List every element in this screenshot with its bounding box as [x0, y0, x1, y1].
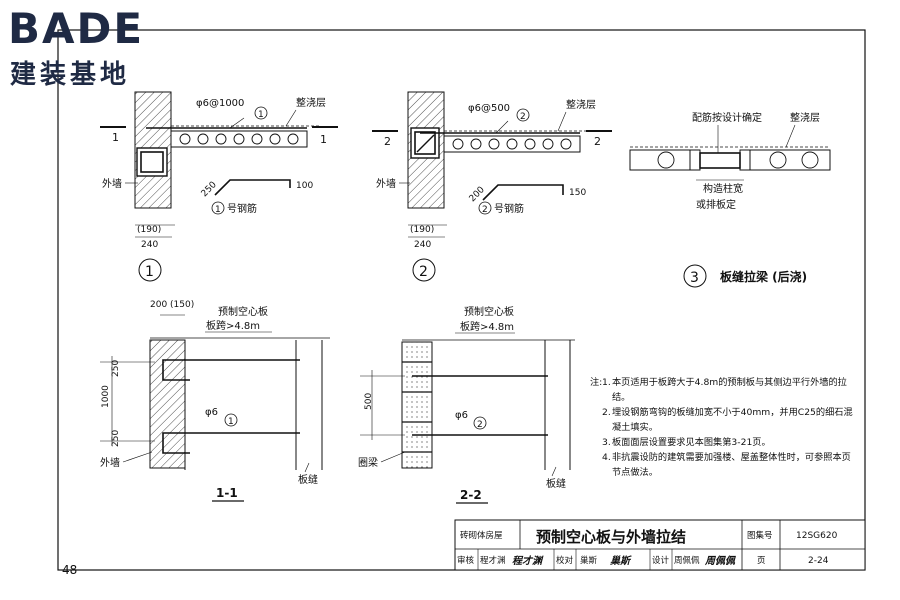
dim-top: 200 (150) [150, 300, 194, 310]
ring-beam-label: 圈梁 [358, 456, 378, 469]
joint-beam [699, 152, 741, 169]
svg-text:1: 1 [258, 110, 264, 120]
section-mark-right: 1 [320, 133, 327, 146]
notes-title: 注: [590, 377, 603, 388]
width-note-2: 或排板定 [696, 198, 736, 211]
review-label: 审核 [457, 555, 475, 566]
dim-inner: (190) [410, 225, 434, 235]
detail-title-circle [412, 258, 436, 282]
note-item: 3.板面面层设置要求见本图集第3-21页。 [602, 437, 771, 448]
detail-title: 1 [145, 264, 154, 280]
bar-callout [254, 106, 268, 120]
detail-3: 配筋按设计确定 整浇层 构造柱宽 或排板定 3 板缝拉梁 (后浇) [629, 111, 831, 288]
topping-label: 整浇层 [296, 96, 326, 109]
hollow-slab-right [749, 149, 831, 171]
bar-shape [214, 179, 291, 196]
detail-title: 板缝拉梁 (后浇) [720, 269, 807, 284]
dim-outer: 240 [414, 240, 431, 250]
section-title: 1-1 [216, 486, 238, 500]
note-item: 1.本页适用于板跨大于4.8m的预制板与其侧边平行外墙的拉结。 [602, 377, 847, 403]
designer-signature: 周佩佩 [704, 555, 736, 567]
wall-label: 外墙 [376, 177, 396, 190]
hook-dim: 250 [200, 180, 219, 199]
dim-500: 500 [364, 393, 374, 410]
hook-dim: 200 [468, 185, 487, 204]
page-label: 页 [757, 556, 766, 566]
dim-outer: 240 [141, 240, 158, 250]
category: 砖砌体房屋 [460, 530, 503, 541]
section-mark-left: 1 [112, 131, 119, 144]
rebar-spec: φ6 [455, 410, 468, 421]
dim-1000: 1000 [101, 385, 111, 408]
svg-text:2: 2 [477, 420, 483, 430]
rebar-spec: φ6@1000 [196, 98, 244, 109]
hollow-slab-left [629, 149, 691, 171]
rebar-spec: φ6@500 [468, 103, 510, 114]
section-mark-left: 2 [384, 135, 391, 148]
dim-250-top: 250 [111, 360, 121, 377]
rebar-note: 配筋按设计确定 [692, 111, 762, 124]
tail-dim: 150 [569, 188, 586, 198]
rebar-upper [162, 359, 300, 381]
joint-label: 板缝 [298, 473, 318, 486]
svg-text:2: 2 [482, 205, 488, 215]
page-number-box: 2-24 [808, 556, 829, 566]
width-note-1: 构造柱宽 [703, 182, 743, 195]
joint-label: 板缝 [546, 477, 566, 490]
wall-label: 外墙 [102, 177, 122, 190]
section-2-2: 预制空心板 板跨>4.8m 500 φ6 2 圈梁 板缝 2-2 [358, 305, 575, 504]
svg-text:1: 1 [215, 205, 221, 215]
checker-signature: 巢斯 [609, 555, 632, 567]
topping-label: 整浇层 [566, 98, 596, 111]
section-1-1: 200 (150) 预制空心板 板跨>4.8m 250 1000 250 φ6 … [100, 300, 330, 502]
brand-logo: BADE [8, 4, 145, 53]
title-block: 砖砌体房屋 预制空心板与外墙拉结 图集号 12SG620 审核 程才渊 程才渊 … [454, 519, 866, 571]
topping-label: 整浇层 [790, 111, 820, 124]
detail-2: 2 2 φ6@500 2 整浇层 外墙 200 150 2 号钢筋 (190) … [372, 91, 612, 282]
span-label: 板跨>4.8m [460, 320, 514, 333]
atlas-number: 12SG620 [796, 531, 838, 541]
sheet-title: 预制空心板与外墙拉结 [536, 528, 686, 546]
detail-title-num: 3 [690, 270, 699, 286]
note-item: 2.埋设钢筋弯钩的板缝加宽不小于40mm，并用C25的细石混凝土填实。 [602, 407, 853, 433]
detail-title-circle [138, 258, 162, 282]
wall-hatch [149, 339, 186, 469]
tail-dim: 100 [296, 181, 313, 191]
svg-text:2: 2 [520, 112, 526, 122]
hollow-slab [443, 135, 581, 153]
bar-shape [482, 184, 564, 201]
dim-inner: (190) [137, 225, 161, 235]
designer: 周佩佩 [674, 555, 700, 566]
page-number: 48 [62, 563, 78, 577]
rebar-spec: φ6 [205, 407, 218, 418]
slab-label: 预制空心板 [464, 305, 514, 318]
detail-1: 1 1 φ6@1000 1 整浇层 外墙 250 100 1 号钢筋 (190)… [100, 91, 338, 282]
detail-title: 2 [419, 264, 428, 280]
notes-list: 1.本页适用于板跨大于4.8m的预制板与其侧边平行外墙的拉结。 2.埋设钢筋弯钩… [590, 375, 860, 480]
checker: 巢斯 [580, 555, 598, 566]
hollow-slab [170, 130, 308, 148]
brand-logo-subtitle: 建装基地 [10, 60, 131, 90]
bar-label: 号钢筋 [494, 202, 524, 215]
reviewer-signature: 程才渊 [512, 555, 544, 567]
svg-text:1: 1 [228, 417, 234, 427]
atlas-label: 图集号 [747, 530, 773, 541]
reviewer: 程才渊 [480, 555, 506, 566]
span-label: 板跨>4.8m [206, 319, 260, 332]
design-label: 设计 [652, 555, 670, 566]
wall-label: 外墙 [100, 456, 120, 469]
dim-250-bottom: 250 [111, 430, 121, 447]
bar-label: 号钢筋 [227, 202, 257, 215]
ring-beam [401, 341, 433, 469]
check-label: 校对 [556, 555, 574, 566]
section-mark-right: 2 [594, 135, 601, 148]
notes-block: 注: 1.本页适用于板跨大于4.8m的预制板与其侧边平行外墙的拉结。 2.埋设钢… [590, 375, 860, 480]
note-item: 4.非抗震设防的建筑需要加强楼、屋盖整体性时，可参照本页节点做法。 [602, 452, 851, 478]
rebar-lower [162, 432, 300, 454]
slab-label: 预制空心板 [218, 305, 268, 318]
detail-title-circle [683, 264, 707, 288]
section-title: 2-2 [460, 488, 482, 502]
